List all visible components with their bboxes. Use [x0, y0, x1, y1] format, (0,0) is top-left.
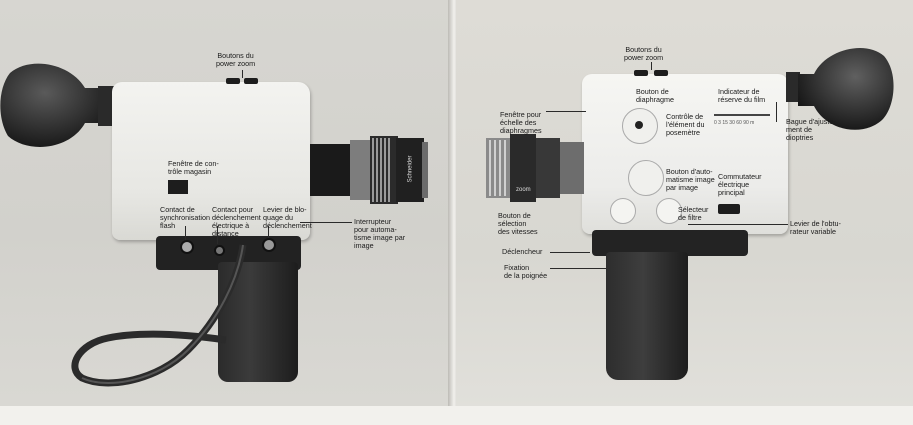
label-frame-button: Bouton d'auto- matisme image par image	[666, 167, 715, 192]
label-frame-switch: Interrupteur pour automa- tisme image pa…	[354, 217, 406, 250]
leader-remote	[217, 226, 218, 244]
label-magazine-window: Fenêtre de con- trôle magasin	[168, 159, 219, 176]
lens-brand-left: Schneider	[407, 155, 414, 183]
label-meter-check: Contrôle de l'élément du posemètre	[666, 112, 705, 137]
release-lock-button	[262, 238, 276, 252]
eyecup-left	[0, 63, 116, 147]
right-page: zoom 0 3 15 30 60 90 m Boutons du power …	[456, 0, 913, 425]
leader-release	[550, 252, 590, 253]
leader-flash	[185, 226, 186, 240]
eyecup-right	[786, 47, 894, 130]
leader-release-lock	[268, 226, 269, 238]
label-grip-mount: Fixation de la poignée	[504, 263, 548, 280]
left-page: Schneider Boutons du power zoom Fenêtre …	[0, 0, 452, 425]
label-remote-release: Contact pour déclenchement électrique à …	[212, 205, 261, 238]
film-reserve-scale	[714, 114, 770, 116]
label-diopter-ring: Bague d'ajuste- ment de dioptries	[786, 117, 836, 142]
lens-brand-right: zoom	[516, 187, 531, 193]
label-speed-selector: Bouton de sélection des vitesses	[498, 211, 538, 236]
label-release: Déclencheur	[502, 247, 543, 256]
zoom-button-1-right	[634, 70, 648, 76]
leader-frame-switch	[300, 222, 352, 223]
main-switch	[718, 204, 740, 214]
leader-zoom-left	[242, 70, 243, 78]
label-aperture-button: Bouton de diaphragme	[636, 87, 674, 104]
camera-base-right	[592, 230, 748, 256]
camera-body-left	[112, 82, 310, 240]
page-bottom-margin	[0, 406, 913, 425]
leader-grip-mount	[550, 268, 606, 269]
filter-dial	[656, 198, 682, 224]
label-film-reserve: Indicateur de réserve du film	[718, 87, 766, 104]
wrist-strap	[71, 244, 247, 387]
label-zoom-buttons-right: Boutons du power zoom	[624, 45, 664, 62]
flash-contact	[180, 240, 194, 254]
label-aperture-window: Fenêtre pour échelle des diaphragmes	[500, 110, 542, 135]
zoom-button-2-left	[244, 78, 258, 84]
lens-right	[486, 134, 584, 202]
leader-zoom-right	[651, 62, 652, 70]
label-filter-selector: Sélecteur de filtre	[678, 205, 709, 222]
zoom-button-2-right	[654, 70, 668, 76]
scale-numbers: 0 3 15 30 60 90 m	[714, 120, 755, 126]
leader-shutter-lever	[688, 224, 788, 225]
label-main-switch: Commutateur électrique principal	[718, 172, 762, 197]
leader-aperture-window	[546, 111, 586, 112]
label-release-lock: Levier de blo- quage du déclenchement	[263, 205, 312, 230]
label-zoom-buttons-left: Boutons du power zoom	[216, 51, 256, 68]
zoom-buttons-left	[226, 78, 240, 84]
magazine-window	[168, 180, 188, 194]
leader-diopter	[776, 102, 777, 122]
label-flash-sync: Contact de synchronisation flash	[160, 205, 210, 230]
lens-left	[310, 136, 428, 204]
frame-dial	[628, 160, 664, 196]
grip-right	[606, 252, 688, 380]
label-shutter-lever: Levier de l'obtu- rateur variable	[790, 219, 841, 236]
speed-dial	[610, 198, 636, 224]
aperture-knob-center	[635, 121, 643, 129]
remote-contact	[214, 245, 225, 256]
